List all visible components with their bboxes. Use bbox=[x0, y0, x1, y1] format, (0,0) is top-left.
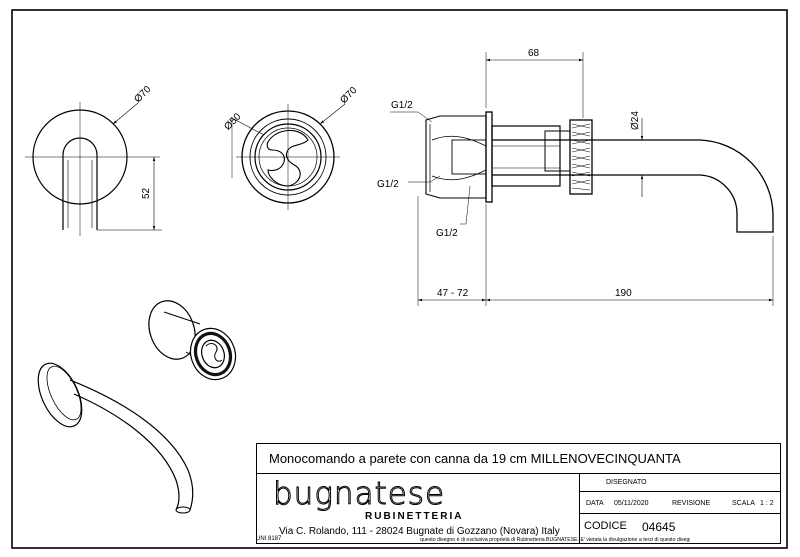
dim-diameter-24: Ø24 bbox=[630, 111, 641, 130]
company-address: Via C. Rolando, 111 - 28024 Bugnate di G… bbox=[279, 526, 560, 537]
designed-label: DISEGNATO bbox=[606, 479, 647, 486]
dim-diameter-70-left: Ø70 bbox=[132, 84, 153, 105]
dim-width-68: 68 bbox=[528, 48, 540, 59]
company-panel: bugnatese RUBINETTERIA Via C. Rolando, 1… bbox=[257, 474, 580, 543]
label-g12-bottom: G1/2 bbox=[436, 228, 458, 239]
code-label: CODICE bbox=[584, 520, 627, 532]
front-view-spout bbox=[25, 102, 162, 236]
scale-label: SCALA bbox=[732, 500, 755, 507]
code-value: 04645 bbox=[642, 520, 676, 534]
label-g12-top: G1/2 bbox=[391, 100, 413, 111]
date-value: 05/11/2020 bbox=[614, 500, 649, 507]
title-block: Monocomando a parete con canna da 19 cm … bbox=[256, 443, 781, 544]
date-label: DATA bbox=[586, 500, 604, 507]
uni-standard: UNI 8187 bbox=[256, 536, 282, 542]
front-view-mixer bbox=[231, 103, 346, 210]
side-view-assembly bbox=[390, 52, 774, 306]
company-logo: bugnatese bbox=[272, 476, 446, 512]
dim-range-47-72: 47 - 72 bbox=[437, 288, 469, 299]
sheet-border bbox=[11, 9, 788, 549]
dim-diameter-50: Ø50 bbox=[222, 111, 243, 132]
dim-diameter-70-mid: Ø70 bbox=[338, 85, 359, 106]
row-designed: DISEGNATO bbox=[580, 474, 780, 492]
dim-length-190: 190 bbox=[615, 288, 632, 299]
row-code: CODICE 04645 bbox=[580, 514, 780, 543]
row-date-revision: DATA 05/11/2020 REVISIONE SCALA 1 : 2 bbox=[580, 492, 780, 514]
drawing-title: Monocomando a parete con canna da 19 cm … bbox=[257, 444, 780, 474]
dim-height-52: 52 bbox=[141, 187, 152, 199]
revision-label: REVISIONE bbox=[672, 500, 711, 507]
iso-view-spout bbox=[37, 362, 194, 514]
iso-view-mixer bbox=[148, 300, 237, 381]
company-logo-subtitle: RUBINETTERIA bbox=[365, 511, 464, 522]
copyright-notice: questo disegno è di esclusiva proprietà … bbox=[420, 537, 690, 543]
label-g12-mid: G1/2 bbox=[377, 179, 399, 190]
info-panel: DISEGNATO DATA 05/11/2020 REVISIONE SCAL… bbox=[580, 474, 780, 543]
scale-value: 1 : 2 bbox=[760, 500, 774, 507]
